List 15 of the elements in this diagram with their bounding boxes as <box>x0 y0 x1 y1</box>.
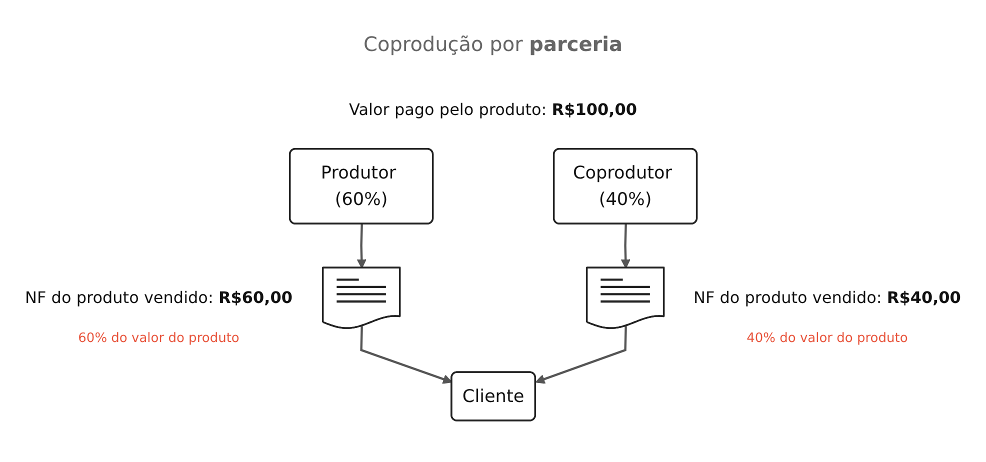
invoice-amount: NF do produto vendido: R$40,00 <box>693 288 961 308</box>
arrow <box>360 326 452 384</box>
document-icon <box>586 266 664 329</box>
process-box: Produtor (60%) <box>288 148 434 224</box>
process-box: Cliente <box>450 371 536 422</box>
arrow <box>535 326 627 384</box>
document-icon <box>322 266 400 329</box>
process-box: Coprodutor (40%) <box>552 148 698 224</box>
share-note: 60% do valor do produto <box>77 331 240 346</box>
invoice-amount: NF do produto vendido: R$60,00 <box>25 288 292 308</box>
arrow <box>620 224 630 269</box>
share-note: 40% do valor do produto <box>746 331 909 346</box>
arrow <box>356 224 366 269</box>
price-note: Valor pago pelo produto: R$100,00 <box>349 100 637 119</box>
diagram-title: Coprodução por parceria <box>364 32 622 56</box>
